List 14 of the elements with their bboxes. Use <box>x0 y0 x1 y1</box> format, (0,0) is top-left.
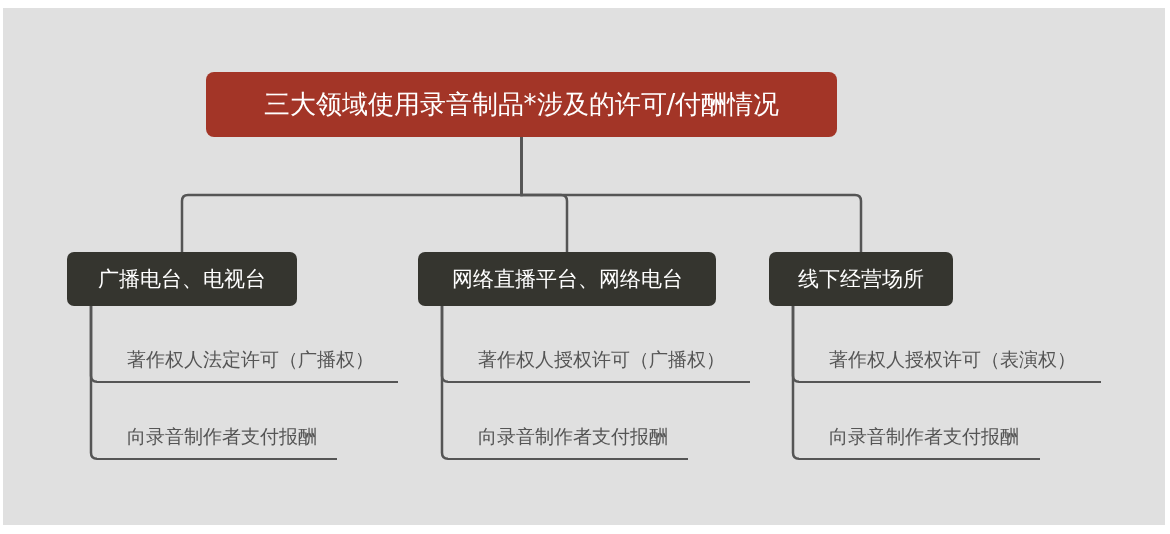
connector-line <box>89 306 98 460</box>
category-box: 线下经营场所 <box>769 252 953 306</box>
category-box: 广播电台、电视台 <box>67 252 297 306</box>
connector-line <box>520 137 863 252</box>
underlined-item: 著作权人授权许可（广播权） <box>448 343 750 383</box>
underlined-item: 著作权人法定许可（广播权） <box>97 343 398 383</box>
topic-box: 三大领域使用录音制品*涉及的许可/付酬情况 <box>206 72 837 137</box>
connector-line <box>440 306 449 460</box>
underlined-item: 向录音制作者支付报酬 <box>97 420 337 460</box>
connector-line <box>791 306 800 460</box>
category-box: 网络直播平台、网络电台 <box>418 252 716 306</box>
underlined-item: 向录音制作者支付报酬 <box>799 420 1040 460</box>
underlined-item: 向录音制作者支付报酬 <box>448 420 688 460</box>
underlined-item: 著作权人授权许可（表演权） <box>799 343 1101 383</box>
